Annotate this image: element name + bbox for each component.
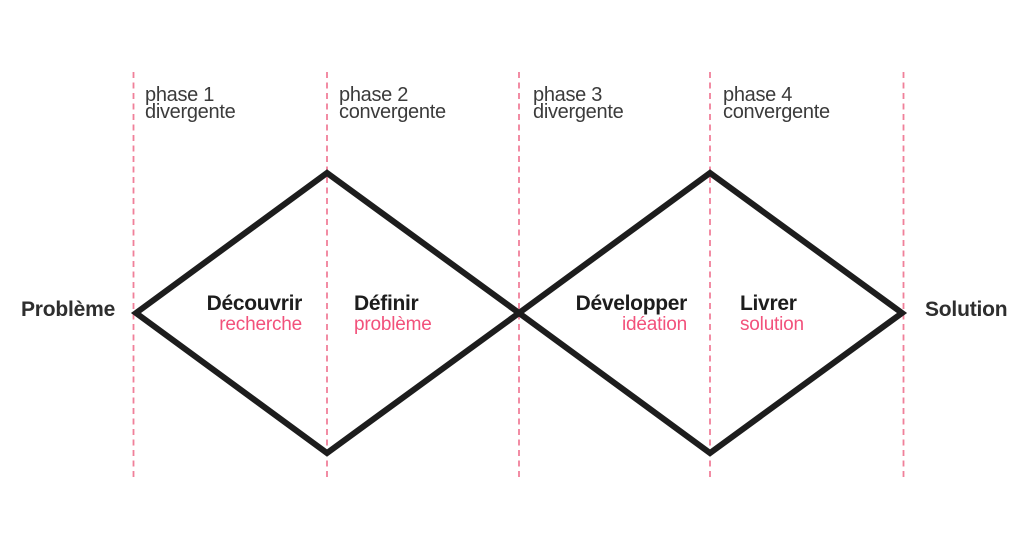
stage-developper-sub: idéation [622,314,687,335]
stage-developper: Développer idéation [575,292,688,335]
stage-definir-sub: problème [354,314,432,335]
phase-1-label: phase 1 divergente [145,84,236,123]
stage-decouvrir: Découvrir recherche [206,292,303,335]
stage-decouvrir-sub: recherche [219,314,302,335]
stage-definir-title: Définir [354,292,419,315]
endpoint-solution-label: Solution [925,298,1008,321]
phase-3-label: phase 3 divergente [533,84,624,123]
phase-4-type: convergente [723,101,830,123]
stage-livrer-sub: solution [740,314,804,335]
phase-4-name: phase 4 [723,84,793,106]
stage-livrer: Livrer solution [740,293,804,335]
stage-definir: Définir problème [354,293,432,335]
phase-1-name: phase 1 [145,84,215,106]
phase-1-type: divergente [145,101,236,123]
phase-4-label: phase 4 convergente [723,84,830,123]
stage-livrer-title: Livrer [740,292,797,315]
phase-2-label: phase 2 convergente [339,84,446,123]
phase-3-name: phase 3 [533,84,603,106]
phase-2-name: phase 2 [339,84,409,106]
phase-2-type: convergente [339,101,446,123]
stage-developper-title: Développer [575,292,688,315]
endpoint-probleme-label: Problème [21,298,116,321]
diamond-right [513,169,908,457]
stage-decouvrir-title: Découvrir [206,292,303,315]
phase-3-type: divergente [533,101,624,123]
